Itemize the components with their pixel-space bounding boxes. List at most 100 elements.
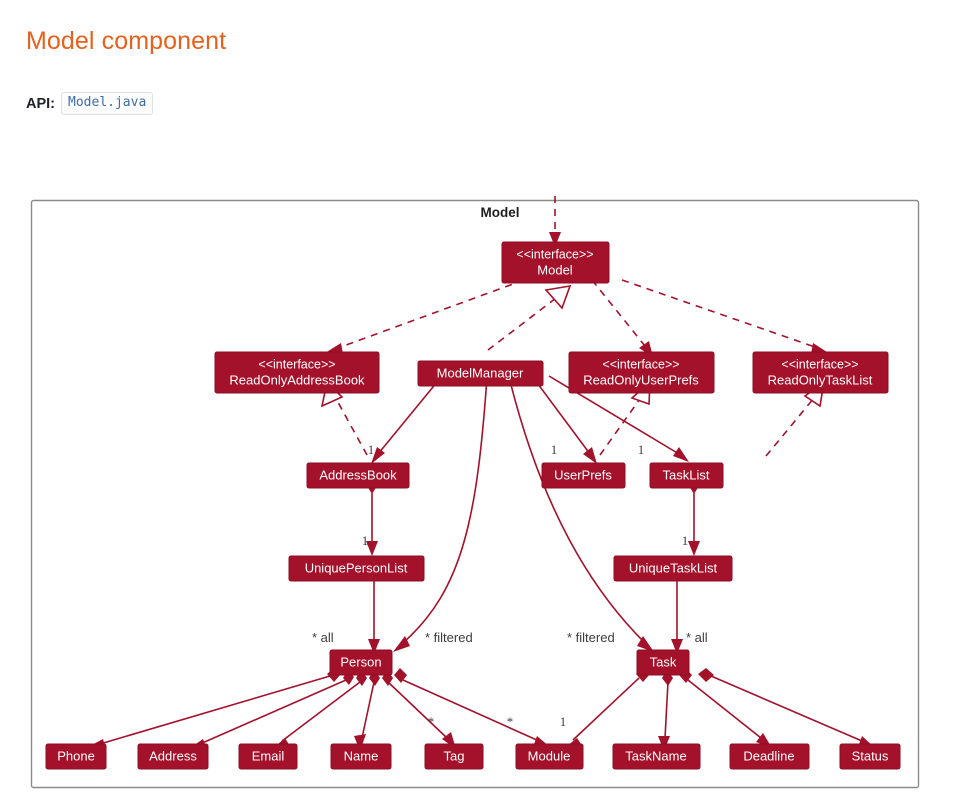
class-node-phone-label: Phone xyxy=(57,748,95,763)
class-node-modelmanager[interactable]: ModelManager xyxy=(417,360,544,387)
multiplicity-label: 1 xyxy=(368,442,375,457)
multiplicity-label: 1 xyxy=(560,714,567,729)
class-node-deadline[interactable]: Deadline xyxy=(729,743,810,770)
api-label: API xyxy=(26,95,51,112)
edge-person-to-name xyxy=(361,681,375,739)
edge-model-to-readonlyuserprefs xyxy=(591,279,646,347)
class-node-tag-label: Tag xyxy=(444,748,465,763)
class-node-tasklist-label: TaskList xyxy=(663,467,710,482)
multiplicity-label: * filtered xyxy=(567,630,615,645)
class-node-status[interactable]: Status xyxy=(839,743,901,770)
class-node-tag[interactable]: Tag xyxy=(424,743,484,770)
edge-person-to-tag xyxy=(387,681,448,739)
class-node-email[interactable]: Email xyxy=(238,743,298,770)
multiplicity-label: * filtered xyxy=(425,630,473,645)
edge-task-to-deadline xyxy=(687,679,762,739)
class-node-uniquepersonlist[interactable]: UniquePersonList xyxy=(288,555,425,582)
edge-task-to-taskname xyxy=(664,681,669,739)
class-node-uniquetasklist[interactable]: UniqueTaskList xyxy=(613,555,733,582)
class-node-model[interactable]: <<interface>> Model xyxy=(501,241,610,284)
class-node-task[interactable]: Task xyxy=(636,649,690,676)
class-node-taskname-label: TaskName xyxy=(625,748,686,763)
class-node-taskname[interactable]: TaskName xyxy=(612,743,701,770)
class-node-name[interactable]: Name xyxy=(330,743,392,770)
arrowhead-mm-person xyxy=(393,636,410,652)
class-node-name-label: Name xyxy=(344,748,379,763)
arrowhead-ab-upl xyxy=(366,541,378,556)
realization-triangle-modelmanager-model xyxy=(544,284,572,310)
multiplicity-label: 1 xyxy=(551,442,558,457)
class-node-deadline-label: Deadline xyxy=(743,748,794,763)
class-node-task-label: Task xyxy=(650,654,677,669)
edge-modelmanager-to-addressbook xyxy=(377,375,443,455)
composition-diamond-task-status xyxy=(698,668,714,682)
arrowhead-upl-person xyxy=(368,639,380,654)
class-node-module[interactable]: Module xyxy=(515,743,584,770)
edge-person-to-email xyxy=(281,681,361,742)
node-layer: <<interface>> Model <<interface>> ReadOn… xyxy=(45,241,901,770)
arrowhead-utl-task xyxy=(671,639,683,654)
composition-diamond-person-module xyxy=(394,668,407,683)
page-title: Model component xyxy=(26,27,227,55)
class-node-status-label: Status xyxy=(852,748,889,763)
class-node-readonlyuserprefs-label: ReadOnlyUserPrefs xyxy=(583,372,699,387)
edge-modelmanager-to-userprefs xyxy=(531,375,591,455)
class-node-email-label: Email xyxy=(252,748,285,763)
model-class-diagram: Model xyxy=(22,190,932,795)
class-node-modelmanager-label: ModelManager xyxy=(437,365,524,380)
arrowhead-model-roab xyxy=(325,343,343,354)
arrowhead-external-model xyxy=(549,232,561,247)
multiplicity-layer: 1 1 1 1 1 * all * filtered * filtered * … xyxy=(312,442,708,729)
arrowhead-model-rotl xyxy=(811,343,827,354)
class-node-readonlytasklist[interactable]: <<interface>> ReadOnlyTaskList xyxy=(752,351,889,394)
edge-person-to-module xyxy=(402,679,540,742)
diagram-frame-title: Model xyxy=(481,205,520,220)
class-node-readonlytasklist-stereotype: <<interface>> xyxy=(781,357,858,371)
edge-modelmanager-to-model xyxy=(487,294,561,351)
multiplicity-label: * all xyxy=(312,630,334,645)
class-node-person[interactable]: Person xyxy=(329,649,393,676)
class-node-userprefs[interactable]: UserPrefs xyxy=(541,462,626,489)
edge-task-to-module xyxy=(572,677,640,741)
arrowhead-mm-up xyxy=(583,447,597,464)
class-node-address-label: Address xyxy=(149,748,197,763)
class-node-uniquepersonlist-label: UniquePersonList xyxy=(305,560,408,575)
multiplicity-label: * all xyxy=(686,630,708,645)
class-node-uniquetasklist-label: UniqueTaskList xyxy=(629,560,718,575)
arrowhead-mm-task xyxy=(637,636,654,652)
edge-task-to-status xyxy=(710,675,863,742)
class-node-addressbook-label: AddressBook xyxy=(319,467,397,482)
class-node-module-label: Module xyxy=(528,748,571,763)
api-file-link[interactable]: Model.java xyxy=(61,92,154,115)
class-node-model-stereotype: <<interface>> xyxy=(516,247,593,261)
class-node-readonlytasklist-label: ReadOnlyTaskList xyxy=(768,372,873,387)
class-node-person-label: Person xyxy=(340,654,381,669)
class-node-phone[interactable]: Phone xyxy=(45,743,107,770)
class-node-model-label: Model xyxy=(537,262,573,277)
class-node-address[interactable]: Address xyxy=(137,743,209,770)
multiplicity-label: 1 xyxy=(362,533,369,548)
class-node-addressbook[interactable]: AddressBook xyxy=(306,462,410,489)
arrowhead-mm-tl xyxy=(673,447,689,462)
edge-modelmanager-to-person xyxy=(403,376,488,643)
api-reference-line: API : Model.java xyxy=(26,92,154,115)
arrowhead-person-name xyxy=(354,734,366,751)
edge-person-to-phone xyxy=(99,675,331,745)
arrowhead-mm-ab xyxy=(371,447,385,464)
multiplicity-label: 1 xyxy=(638,442,645,457)
class-node-readonlyaddressbook-stereotype: <<interface>> xyxy=(258,357,335,371)
multiplicity-label: 1 xyxy=(682,533,689,548)
class-node-readonlyaddressbook-label: ReadOnlyAddressBook xyxy=(229,372,365,387)
edge-addressbook-to-readonlyaddressbook xyxy=(333,394,368,456)
class-node-userprefs-label: UserPrefs xyxy=(554,467,612,482)
class-node-readonlyaddressbook[interactable]: <<interface>> ReadOnlyAddressBook xyxy=(214,351,380,394)
class-node-readonlyuserprefs[interactable]: <<interface>> ReadOnlyUserPrefs xyxy=(568,351,715,394)
arrowhead-tl-utl xyxy=(688,541,700,556)
edge-model-to-readonlytasklist xyxy=(621,279,816,348)
edge-person-to-address xyxy=(199,679,347,745)
class-node-tasklist[interactable]: TaskList xyxy=(649,462,724,489)
class-node-readonlyuserprefs-stereotype: <<interface>> xyxy=(602,357,679,371)
edge-modelmanager-to-task xyxy=(508,376,645,643)
multiplicity-label: * xyxy=(428,714,435,729)
